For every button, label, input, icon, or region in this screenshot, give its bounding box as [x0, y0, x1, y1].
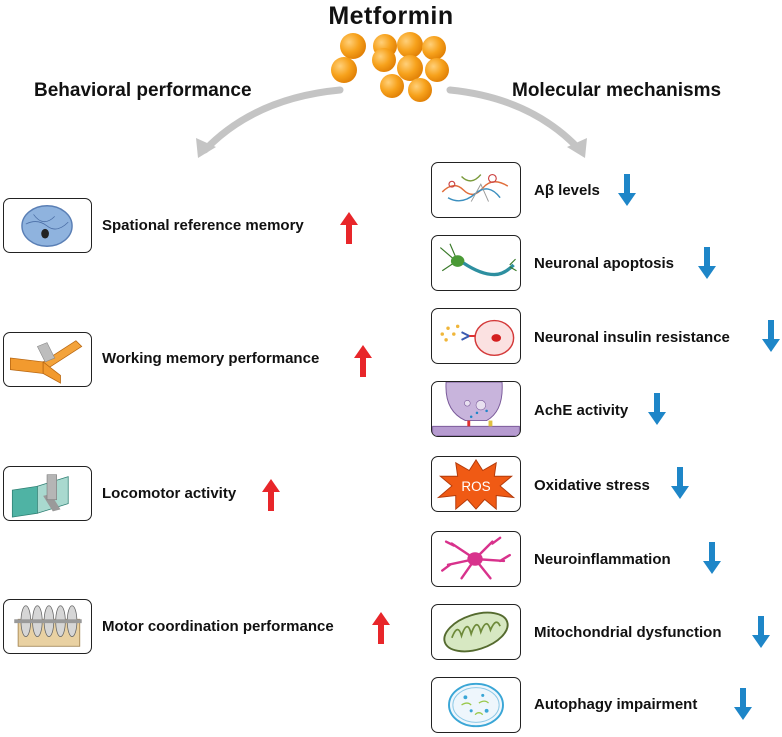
decrease-arrow-icon: [752, 616, 770, 648]
molecular-label: Neuronal insulin resistance: [534, 329, 730, 346]
ros-burst-icon: ROS: [431, 456, 521, 512]
molecular-label: Neuronal apoptosis: [534, 255, 675, 272]
heading-behavioral-performance: Behavioral performance: [34, 80, 252, 101]
decrease-arrow-icon: [671, 467, 689, 499]
diagram-title: Metformin: [328, 2, 454, 30]
amyloid-beta-icon: [431, 162, 521, 218]
autophagosome-icon: [431, 677, 521, 733]
synapse-icon: [431, 381, 521, 437]
heading-molecular-mechanisms: Molecular mechanisms: [512, 80, 722, 101]
molecular-label: Oxidative stress: [534, 477, 650, 494]
increase-arrow-icon: [340, 212, 358, 244]
decrease-arrow-icon: [762, 320, 780, 352]
decrease-arrow-icon: [703, 542, 721, 574]
behavioral-label: Motor coordination performance: [102, 618, 334, 635]
open-field-icon: [3, 466, 92, 521]
molecular-label: Aβ levels: [534, 182, 600, 199]
molecular-label: Neuroinflammation: [534, 551, 671, 568]
decrease-arrow-icon: [698, 247, 716, 279]
mitochondrion-icon: [431, 604, 521, 660]
decrease-arrow-icon: [648, 393, 666, 425]
neuron-icon: [431, 235, 521, 291]
molecular-label: AchE activity: [534, 402, 629, 419]
decrease-arrow-icon: [734, 688, 752, 720]
metformin-pills-icon: [331, 32, 449, 102]
molecular-label: Autophagy impairment: [534, 696, 698, 713]
behavioral-label: Locomotor activity: [102, 485, 237, 502]
increase-arrow-icon: [354, 345, 372, 377]
molecular-label: Mitochondrial dysfunction: [534, 624, 722, 641]
microglia-icon: [431, 531, 521, 587]
behavioral-label: Working memory performance: [102, 350, 320, 367]
increase-arrow-icon: [372, 612, 390, 644]
ros-text: ROS: [461, 479, 490, 494]
rotarod-icon: [3, 599, 92, 654]
decrease-arrow-icon: [618, 174, 636, 206]
water-maze-icon: [3, 198, 92, 253]
insulin-receptor-icon: [431, 308, 521, 364]
y-maze-icon: [3, 332, 92, 387]
behavioral-label: Spational reference memory: [102, 217, 304, 234]
increase-arrow-icon: [262, 479, 280, 511]
